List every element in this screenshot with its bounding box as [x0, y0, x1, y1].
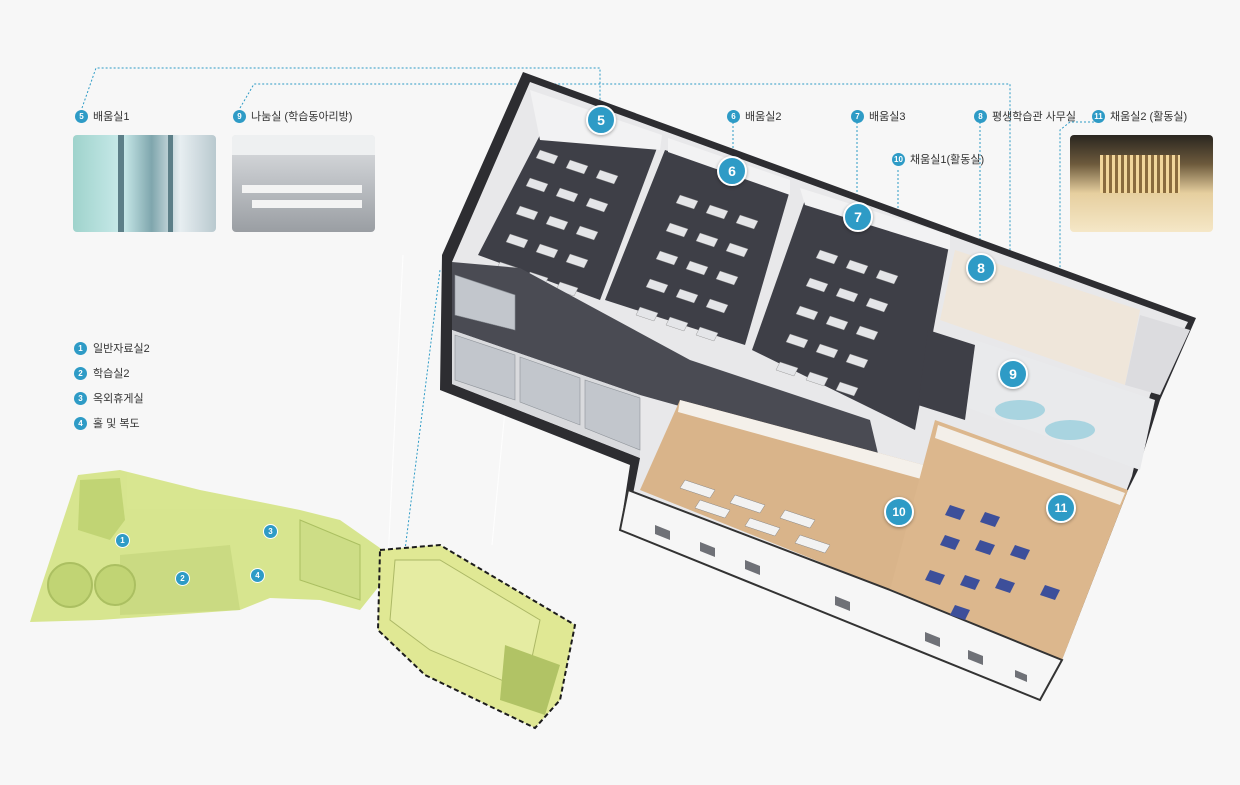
desk	[785, 333, 809, 349]
minimap-marker-3[interactable]: 3	[263, 524, 278, 539]
desk	[575, 225, 599, 241]
label-room-10: 10 채움실1(활동실)	[892, 151, 984, 167]
room-marker-5[interactable]: 5	[586, 105, 616, 135]
desk	[825, 315, 849, 331]
legend-badge: 2	[74, 366, 87, 380]
desk	[855, 325, 879, 341]
label-room-7: 7 배움실3	[851, 108, 905, 124]
desk	[545, 215, 569, 231]
desk	[685, 260, 709, 276]
photo-room-11	[1070, 135, 1213, 232]
photo-room-5	[73, 135, 216, 232]
desk	[815, 249, 839, 265]
desk	[805, 371, 829, 387]
desk	[735, 214, 759, 230]
label-text: 채움실2 (활동실)	[1110, 111, 1188, 123]
desk	[655, 250, 679, 266]
label-text: 나눔실 (학습동아리방)	[251, 111, 353, 123]
label-room-5: 5 배움실1	[75, 108, 129, 124]
desk	[865, 297, 889, 313]
desk	[505, 233, 529, 249]
label-room-9: 9 나눔실 (학습동아리방)	[233, 108, 352, 124]
minimap-marker-1[interactable]: 1	[115, 533, 130, 548]
minimap-marker-4[interactable]: 4	[250, 568, 265, 583]
desk	[725, 242, 749, 258]
label-text: 배움실1	[93, 111, 130, 123]
desk	[695, 326, 719, 342]
desk	[515, 205, 539, 221]
desk	[535, 243, 559, 259]
photo-room-9	[232, 135, 375, 232]
desk	[635, 306, 659, 322]
badge-9: 9	[233, 109, 246, 123]
room-marker-6[interactable]: 6	[717, 156, 747, 186]
badge-5: 5	[75, 109, 88, 123]
desk	[675, 288, 699, 304]
badge-8: 8	[974, 109, 987, 123]
legend-badge: 4	[74, 416, 87, 430]
legend: 1 일반자료실2 2 학습실2 3 옥외휴게실 4 홀 및 복도	[74, 340, 150, 440]
desk	[705, 298, 729, 314]
legend-item: 2 학습실2	[74, 365, 150, 381]
desk	[715, 270, 739, 286]
room-marker-7[interactable]: 7	[843, 202, 873, 232]
desk	[565, 253, 589, 269]
label-text: 채움실1(활동실)	[910, 154, 985, 166]
room-marker-8[interactable]: 8	[966, 253, 996, 283]
desk	[525, 177, 549, 193]
badge-11: 11	[1092, 109, 1105, 123]
label-room-8: 8 평생학습관 사무실	[974, 108, 1076, 124]
desk	[535, 149, 559, 165]
desk	[555, 187, 579, 203]
legend-text: 학습실2	[93, 368, 130, 380]
room-marker-10[interactable]: 10	[884, 497, 914, 527]
badge-7: 7	[851, 109, 864, 123]
badge-10: 10	[892, 152, 905, 166]
desk	[705, 204, 729, 220]
label-room-11: 11 채움실2 (활동실)	[1092, 108, 1187, 124]
label-text: 평생학습관 사무실	[992, 111, 1077, 123]
desk	[665, 316, 689, 332]
legend-badge: 3	[74, 391, 87, 405]
desk	[565, 159, 589, 175]
desk	[815, 343, 839, 359]
badge-6: 6	[727, 109, 740, 123]
legend-item: 3 옥외휴게실	[74, 390, 150, 406]
label-room-6: 6 배움실2	[727, 108, 781, 124]
legend-item: 1 일반자료실2	[74, 340, 150, 356]
desk	[835, 287, 859, 303]
label-text: 배움실3	[869, 111, 906, 123]
desk	[795, 305, 819, 321]
desk	[845, 259, 869, 275]
desk	[695, 232, 719, 248]
desk	[875, 269, 899, 285]
desk	[555, 281, 579, 297]
legend-badge: 1	[74, 341, 87, 355]
desk	[645, 278, 669, 294]
legend-item: 4 홀 및 복도	[74, 415, 150, 431]
desk	[595, 169, 619, 185]
desk	[675, 194, 699, 210]
label-text: 배움실2	[745, 111, 782, 123]
desk	[805, 277, 829, 293]
desk	[835, 381, 859, 397]
desk	[775, 361, 799, 377]
desk	[845, 353, 869, 369]
desk	[665, 222, 689, 238]
desk	[585, 197, 609, 213]
legend-text: 옥외휴게실	[93, 393, 144, 405]
room-marker-11[interactable]: 11	[1046, 493, 1076, 523]
legend-text: 일반자료실2	[93, 343, 150, 355]
minimap-marker-2[interactable]: 2	[175, 571, 190, 586]
room-marker-9[interactable]: 9	[998, 359, 1028, 389]
legend-text: 홀 및 복도	[93, 418, 140, 430]
